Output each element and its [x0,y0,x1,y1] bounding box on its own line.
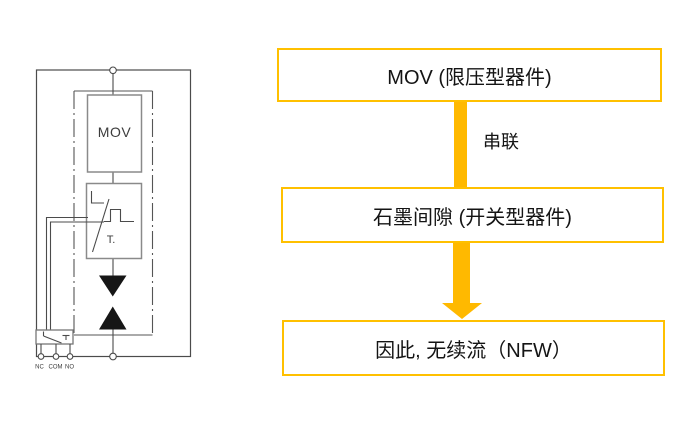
flow-box-result: 因此, 无续流（NFW） [282,320,665,376]
no-terminal-label: NO [65,365,74,371]
contact-terminal-stubs [40,344,71,354]
no-terminal [66,353,74,360]
com-terminal-label: COM [49,365,63,371]
flow-box-result-label: 因此, 无续流（NFW） [375,339,572,362]
mov-label: MOV [98,124,132,140]
remote-signal-wires [45,216,104,330]
spark-gap-triangle-down [99,275,127,297]
top-terminal [109,66,117,75]
thermal-disconnect-symbol [90,191,134,253]
down-arrow-shaft [453,243,470,304]
nc-terminal-label: NC [35,365,44,371]
flow-box-mov: MOV (限压型器件) [277,48,662,102]
mov-box [86,94,143,173]
com-terminal [52,353,60,360]
bottom-terminal [109,352,117,361]
changeover-contact-symbol [42,331,70,344]
spark-gap-symbol [99,275,127,330]
series-connector-bar [454,102,467,187]
series-connector-label: 串联 [483,132,519,152]
thermal-label: T. [107,234,116,246]
nc-terminal [37,353,45,360]
module-boundary [73,90,154,336]
spark-gap-triangle-up [99,306,127,330]
flow-box-mov-label: MOV (限压型器件) [387,66,552,89]
flow-box-graphite-gap-label: 石墨间隙 (开关型器件) [373,206,572,229]
down-arrow-head-icon [442,303,482,319]
spd-circuit-diagram: MOV T. [35,66,192,371]
flow-box-graphite-gap: 石墨间隙 (开关型器件) [281,187,664,243]
remote-contact-box [35,329,74,345]
